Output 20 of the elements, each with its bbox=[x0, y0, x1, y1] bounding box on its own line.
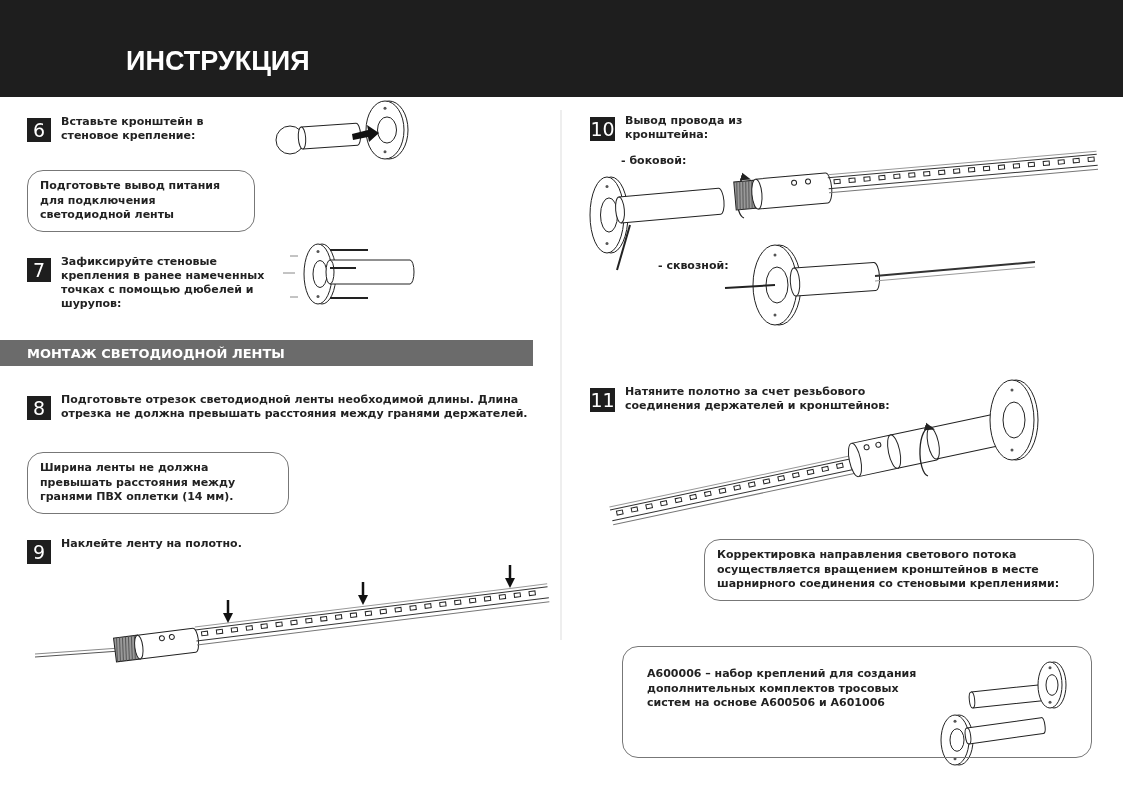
option-label: - сквозной: bbox=[658, 259, 729, 272]
step-instruction: Вставьте кронштейн в стеновое крепление: bbox=[61, 115, 205, 143]
step-instruction: Подготовьте отрезок светодиодной ленты необходимой длины. Длина отрезка не должна превышать расстояния между гранями держателей. bbox=[61, 393, 529, 421]
section-heading-bar: МОНТАЖ СВЕТОДИОДНОЙ ЛЕНТЫ bbox=[0, 340, 533, 366]
note-box: Корректировка направления светового потока осуществляется вращением кронштейнов в месте шарнирного соединения со стеновыми креплениями: bbox=[704, 539, 1094, 601]
step-number-badge: 11 bbox=[590, 388, 615, 412]
note-box: A600006 – набор креплений для создания дополнительных комплектов тросовых систем на основе A600506 и A601006 bbox=[622, 646, 1092, 758]
note-box: Ширина ленты не должна превышать расстояния между гранями ПВХ оплетки (14 мм). bbox=[27, 452, 289, 514]
step-instruction: Зафиксируйте стеновые крепления в ранее намеченных точках с помощью дюбелей и шурупов: bbox=[61, 255, 266, 311]
option-label: - боковой: bbox=[621, 154, 687, 167]
step-instruction: Вывод провода из кронштейна: bbox=[625, 114, 744, 142]
step-instruction: Натяните полотно за счет резьбового соединения держателей и кронштейнов: bbox=[625, 385, 891, 413]
step-instruction: Наклейте ленту на полотно. bbox=[61, 537, 243, 551]
step-number-badge: 10 bbox=[590, 117, 615, 141]
step-number-badge: 8 bbox=[27, 396, 51, 420]
step-number-badge: 9 bbox=[27, 540, 51, 564]
step-number-badge: 7 bbox=[27, 258, 51, 282]
page-title: ИНСТРУКЦИЯ bbox=[126, 46, 310, 77]
note-box: Подготовьте вывод питания для подключения светодиодной ленты bbox=[27, 170, 255, 232]
step-number-badge: 6 bbox=[27, 118, 51, 142]
